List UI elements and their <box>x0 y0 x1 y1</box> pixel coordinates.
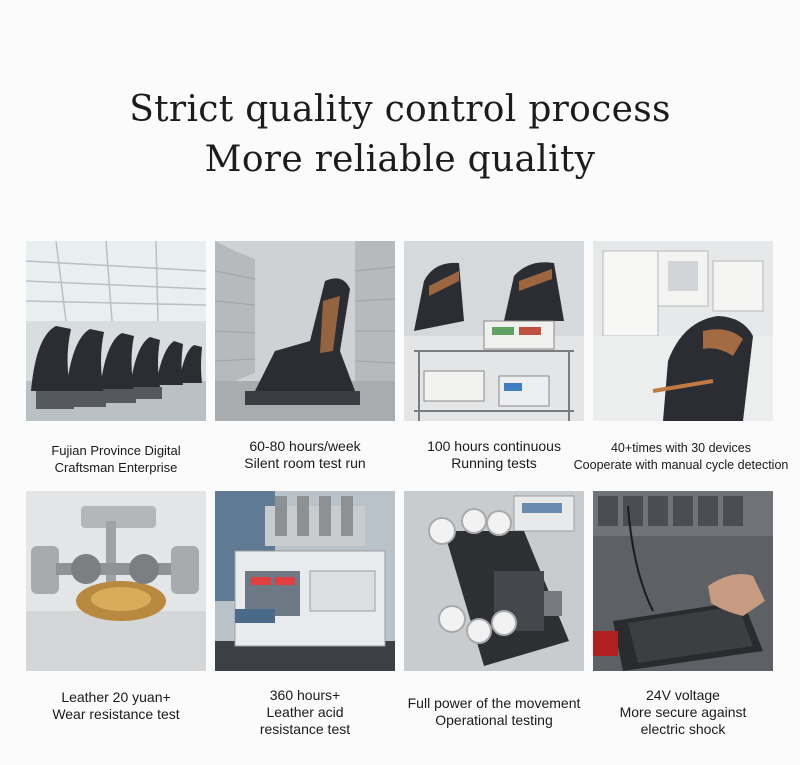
caption-line: 60-80 hours/week <box>249 438 361 454</box>
caption-line: Cooperate with manual cycle detection <box>573 458 789 472</box>
headline-line-2: More reliable quality <box>204 139 596 180</box>
wear-resistance-photo <box>26 491 206 671</box>
cycle-detection-photo <box>593 241 773 421</box>
caption-line: Leather acid <box>266 704 344 720</box>
caption-line: Leather 20 yuan+ <box>61 689 171 705</box>
headline-line-1: Strict quality control process <box>129 89 671 130</box>
caption-acid-resistance: 360 hours+ Leather acid resistance test <box>205 687 405 738</box>
page-headline: Strict quality control process More reli… <box>0 85 800 185</box>
caption-line: Fujian Province Digital <box>51 443 181 458</box>
acid-resistance-photo <box>215 491 395 671</box>
caption-line: resistance test <box>259 721 351 737</box>
caption-line: More secure against <box>619 704 747 720</box>
caption-line: Operational testing <box>435 712 553 728</box>
caption-line: Wear resistance test <box>52 706 180 722</box>
caption-running-test: 100 hours continuous Running tests <box>394 438 594 472</box>
caption-voltage-test: 24V voltage More secure against electric… <box>583 687 783 738</box>
silent-room-photo <box>215 241 395 421</box>
caption-line: 360 hours+ <box>269 687 341 703</box>
caption-line: electric shock <box>640 721 726 737</box>
caption-movement-test: Full power of the movement Operational t… <box>389 695 599 729</box>
caption-line: 100 hours continuous <box>427 438 561 454</box>
caption-cycle-detection: 40+times with 30 devices Cooperate with … <box>565 440 797 474</box>
caption-line: 24V voltage <box>646 687 720 703</box>
movement-test-photo <box>404 491 584 671</box>
caption-line: Full power of the movement <box>407 695 581 711</box>
caption-line: 40+times with 30 devices <box>610 441 751 455</box>
caption-line: Running tests <box>451 455 537 471</box>
caption-line: Silent room test run <box>244 455 366 471</box>
running-test-photo <box>404 241 584 421</box>
caption-silent-room: 60-80 hours/week Silent room test run <box>205 438 405 472</box>
caption-wear-resistance: Leather 20 yuan+ Wear resistance test <box>16 689 216 723</box>
caption-factory: Fujian Province Digital Craftsman Enterp… <box>26 442 206 476</box>
caption-line: Craftsman Enterprise <box>54 460 178 475</box>
factory-floor-photo <box>26 241 206 421</box>
voltage-test-photo <box>593 491 773 671</box>
